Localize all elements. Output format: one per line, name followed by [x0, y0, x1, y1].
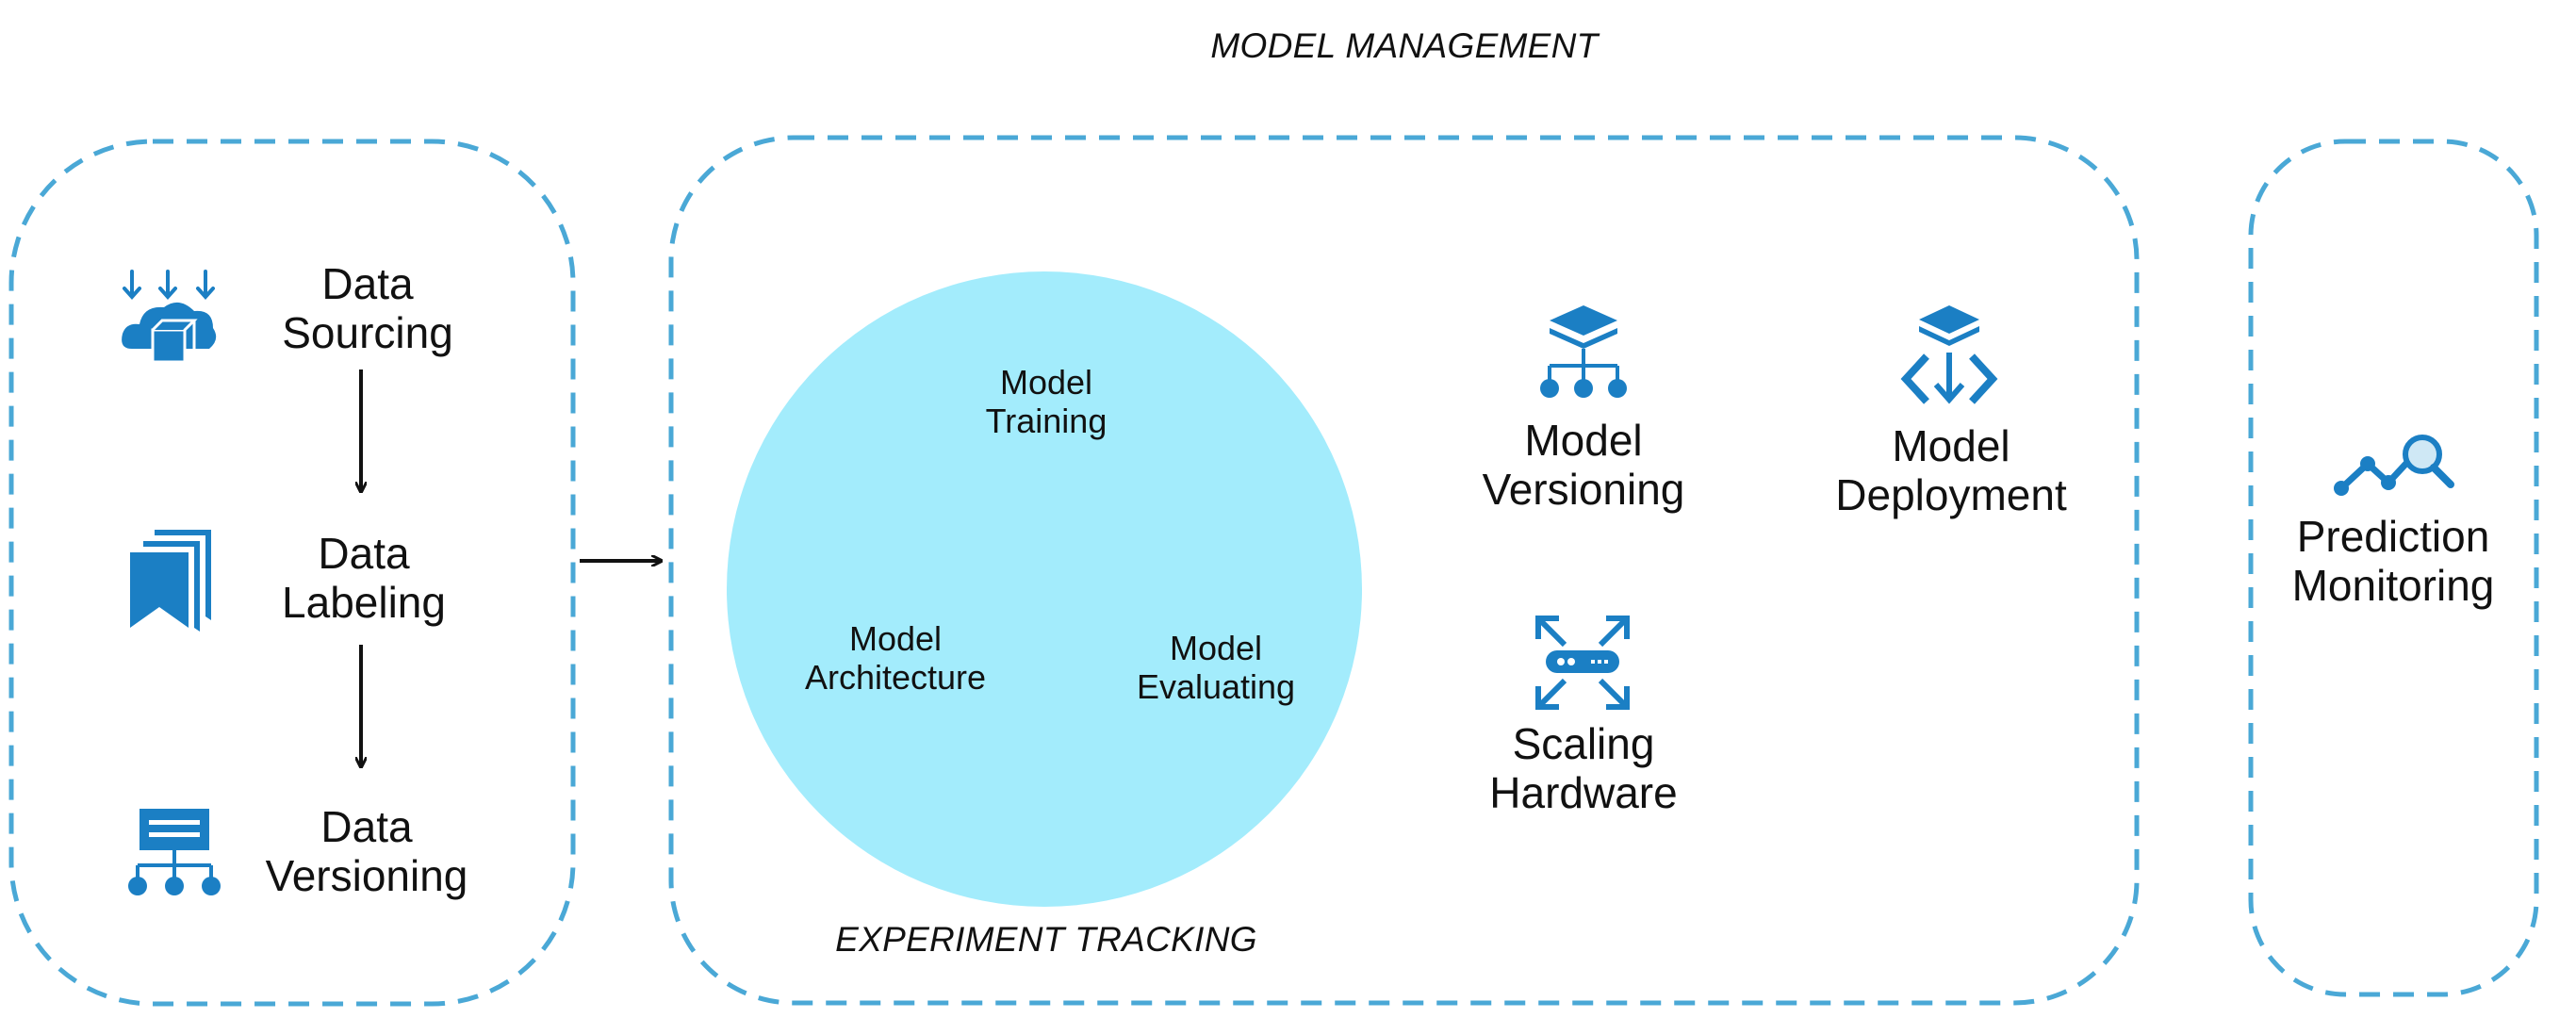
monitoring-frame — [2248, 139, 2539, 997]
data-hierarchy-icon — [128, 809, 221, 895]
data-pipeline-frame — [8, 139, 576, 1007]
model-evaluating-label: Model Evaluating — [1136, 629, 1296, 706]
experiment-tracking-caption: EXPERIMENT TRACKING — [835, 920, 1257, 959]
data-versioning-label: Data Versioning — [265, 802, 468, 900]
trend-search-icon — [2334, 435, 2454, 496]
layered-deploy-icon — [1900, 305, 1998, 404]
model-architecture-label: Model Architecture — [804, 619, 987, 697]
experiment-tracking-circle — [727, 271, 1362, 907]
prediction-monitoring-label: Prediction Monitoring — [2291, 512, 2495, 610]
model-management-frame — [668, 135, 2140, 1006]
expand-server-icon — [1535, 616, 1630, 710]
model-deployment-label: Model Deployment — [1835, 421, 2067, 519]
model-versioning-label: Model Versioning — [1482, 416, 1685, 514]
scaling-hardware-label: Scaling Hardware — [1489, 719, 1678, 817]
model-management-title: MODEL MANAGEMENT — [1210, 26, 1599, 65]
layered-hierarchy-icon — [1540, 305, 1627, 398]
bookmark-stack-icon — [130, 530, 211, 632]
data-labeling-label: Data Labeling — [282, 529, 446, 627]
model-training-label: Model Training — [985, 363, 1108, 440]
cloud-download-icon — [122, 270, 217, 364]
data-sourcing-label: Data Sourcing — [282, 259, 453, 357]
